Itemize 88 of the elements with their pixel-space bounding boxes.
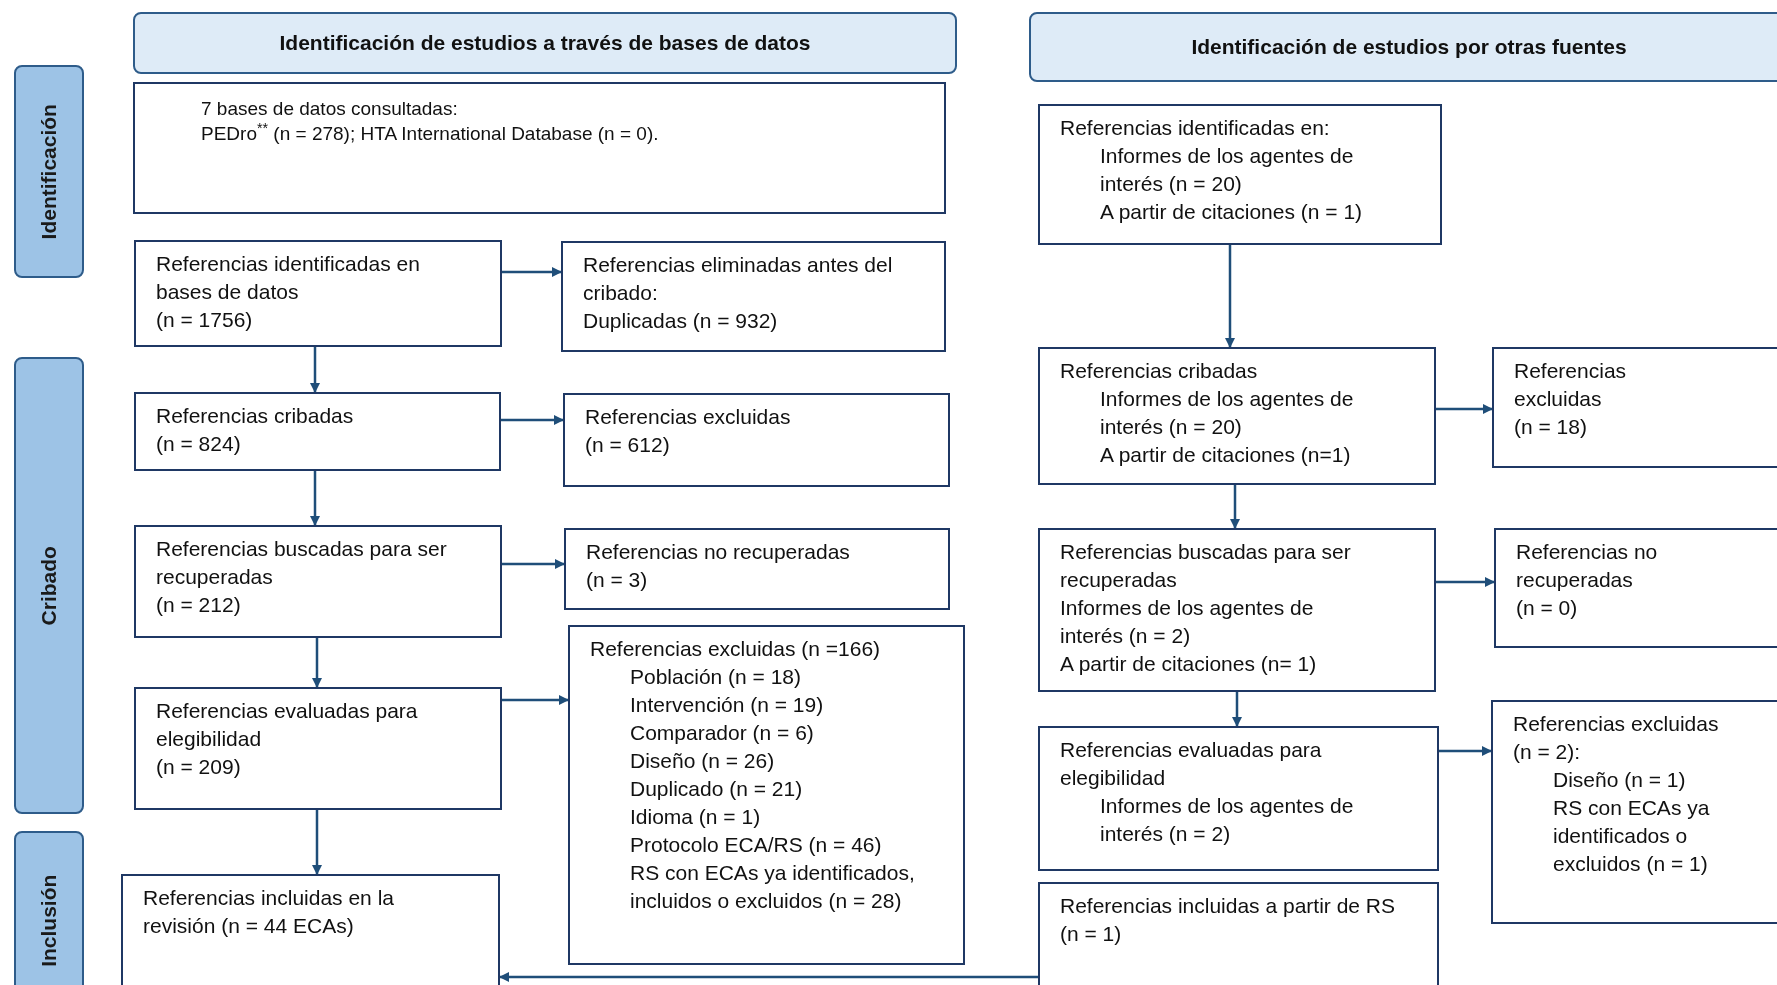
box-text: 7 bases de datos consultadas: [201,97,459,121]
box-text: Referencias excluidas (n =166) [590,636,882,662]
box-text: (n = 824) [156,431,242,457]
box-text: Informes de los agentes de interés (n = 20) [1099,143,1355,197]
stage-label: Identificación [36,103,62,240]
box-text: Referencias evaluadas para elegibilidad [156,698,419,752]
process-box [134,392,501,471]
arrow [312,810,322,875]
box-text: PEDro$^{**}$ (n = 278); HTA International Database (n = 0). [201,121,660,146]
arrow [502,267,562,277]
process-box [1038,528,1436,692]
box-text: Referencias identificadas en bases de datos [156,251,421,305]
stage-label: Cribado [36,545,62,626]
process-box [1038,726,1439,871]
box-text: (n = 18) [1514,414,1588,440]
arrow [1225,245,1235,348]
arrow [1436,577,1495,587]
stage-band [14,65,84,278]
box-text: (n = 212) [156,592,242,618]
box-text: A partir de citaciones (n= 1) [1060,651,1318,677]
box-text: RS con ECAs ya identificados, incluidos o excluidos (n = 28) [629,860,916,914]
box-text: (n = 209) [156,754,242,780]
box-text: Diseño (n = 26) [629,748,776,774]
process-box [1494,528,1777,648]
arrow [1436,404,1493,414]
process-box [1038,882,1439,985]
box-text: Diseño (n = 1) [1552,767,1687,793]
process-box [568,625,965,965]
box-text: Protocolo ECA/RS (n = 46) [629,832,883,858]
box-text: Referencias buscadas para ser recuperadas [156,536,448,590]
process-box [1038,104,1442,245]
arrow [502,559,565,569]
arrow [312,638,322,688]
box-text: Referencias eliminadas antes del cribado: [583,252,893,306]
arrow [1232,692,1242,727]
box-text: RS con ECAs ya identificados o excluidos (n = 1) [1552,795,1711,877]
section-header [133,12,957,74]
box-text: Comparador (n = 6) [629,720,815,746]
box-text: Referencias identificadas en: [1060,115,1331,141]
box-text: Referencias cribadas [156,403,355,429]
process-box [1038,347,1436,485]
box-text: (n = 0) [1516,595,1579,621]
process-box [563,393,950,487]
stage-label: Inclusión [36,874,62,968]
box-text: Referencias excluidas (n = 2): [1513,711,1720,765]
box-text: Referencias evaluadas para elegibilidad [1060,737,1323,791]
box-text: Informes de los agentes de interés (n = 2) [1060,595,1315,649]
arrow [499,972,1038,982]
stage-band [14,357,84,814]
header-text: Identificación de estudios a través de bases de datos [279,30,811,57]
box-text: Informes de los agentes de interés (n = 2) [1099,793,1355,847]
process-box [134,240,502,347]
arrow [502,695,569,705]
arrow [310,471,320,526]
box-text: Idioma (n = 1) [629,804,762,830]
process-box [133,82,946,214]
arrow [1230,485,1240,529]
box-text: Referencias no recuperadas [586,539,851,565]
process-box [1491,700,1777,924]
box-text: Duplicadas (n = 932) [583,308,779,334]
box-text: Referencias incluidas en la revisión (n = 44 ECAs) [143,885,395,939]
process-box [561,241,946,352]
process-box [564,528,950,610]
box-text: Duplicado (n = 21) [629,776,804,802]
box-text: Referencias cribadas [1060,358,1259,384]
section-header [1029,12,1777,82]
box-text: Informes de los agentes de interés (n = 20) [1099,386,1355,440]
stage-band [14,831,84,985]
box-text: Población (n = 18) [629,664,803,690]
process-box [121,874,500,985]
arrow [501,415,564,425]
box-text: Referencias incluidas a partir de RS (n = 1) [1060,893,1396,947]
process-box [134,525,502,638]
box-text: Referencias no recuperadas [1516,539,1659,593]
box-text: Referencias excluidas [1514,358,1628,412]
box-text: (n = 612) [585,432,671,458]
header-text: Identificación de estudios por otras fuentes [1191,34,1627,61]
box-text: (n = 1756) [156,307,254,333]
process-box [134,687,502,810]
arrow [310,347,320,393]
box-text: Intervención (n = 19) [629,692,825,718]
box-text: Referencias excluidas [585,404,792,430]
arrow [1439,746,1492,756]
box-text: A partir de citaciones (n=1) [1099,442,1352,468]
box-text: (n = 3) [586,567,649,593]
box-text: A partir de citaciones (n = 1) [1099,199,1364,225]
box-text: Referencias buscadas para ser recuperadas [1060,539,1352,593]
process-box [1492,347,1777,468]
